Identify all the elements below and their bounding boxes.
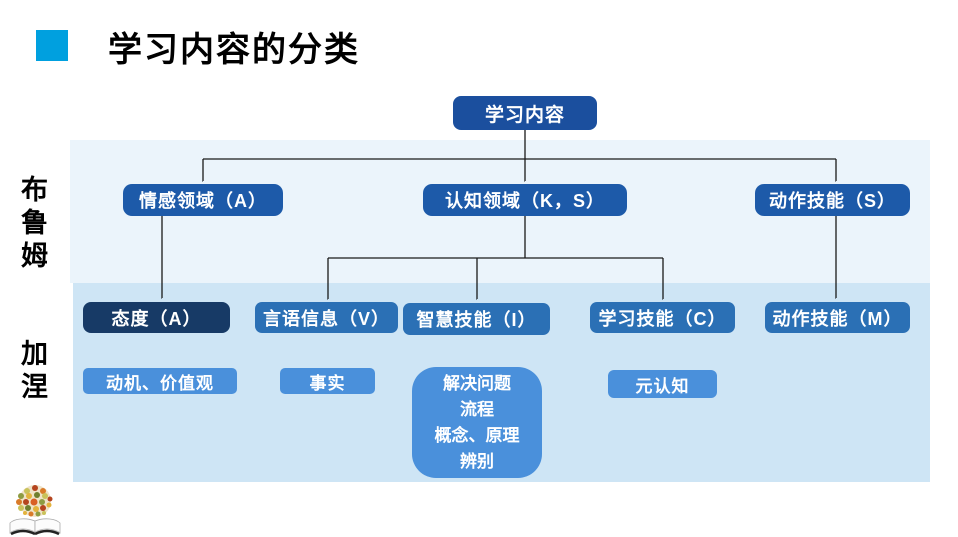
cognitive-detail-line: 辨别 (460, 451, 494, 471)
cognitive-detail-line: 概念、原理 (434, 425, 520, 445)
cognitive-detail-line: 解决问题 (443, 373, 511, 393)
node-motor-skills-m: 动作技能（M） (765, 302, 910, 333)
node-cognitive-detail: 解决问题 流程 概念、原理 辨别 (412, 367, 542, 478)
node-learning-skills: 学习技能（C） (590, 302, 735, 333)
label-gagne: 加涅 (17, 339, 47, 405)
node-facts: 事实 (280, 368, 375, 394)
node-motor-skills-s: 动作技能（S） (755, 184, 910, 216)
title-bullet-icon (36, 30, 68, 61)
logo-book-icon (9, 485, 61, 536)
node-metacognition: 元认知 (608, 370, 717, 398)
node-attitude: 态度（A） (83, 302, 230, 333)
node-learning-content: 学习内容 (453, 96, 597, 130)
page-title: 学习内容的分类 (108, 31, 360, 69)
node-affective-domain: 情感领域（A） (123, 184, 283, 216)
label-bloom: 布鲁姆 (17, 175, 47, 274)
node-motivation-values: 动机、价值观 (83, 368, 237, 394)
node-cognitive-domain: 认知领域（K，S） (423, 184, 627, 216)
node-verbal-information: 言语信息（V） (255, 302, 398, 333)
cognitive-detail-line: 流程 (460, 399, 494, 419)
node-intellectual-skills: 智慧技能（I） (403, 303, 550, 335)
